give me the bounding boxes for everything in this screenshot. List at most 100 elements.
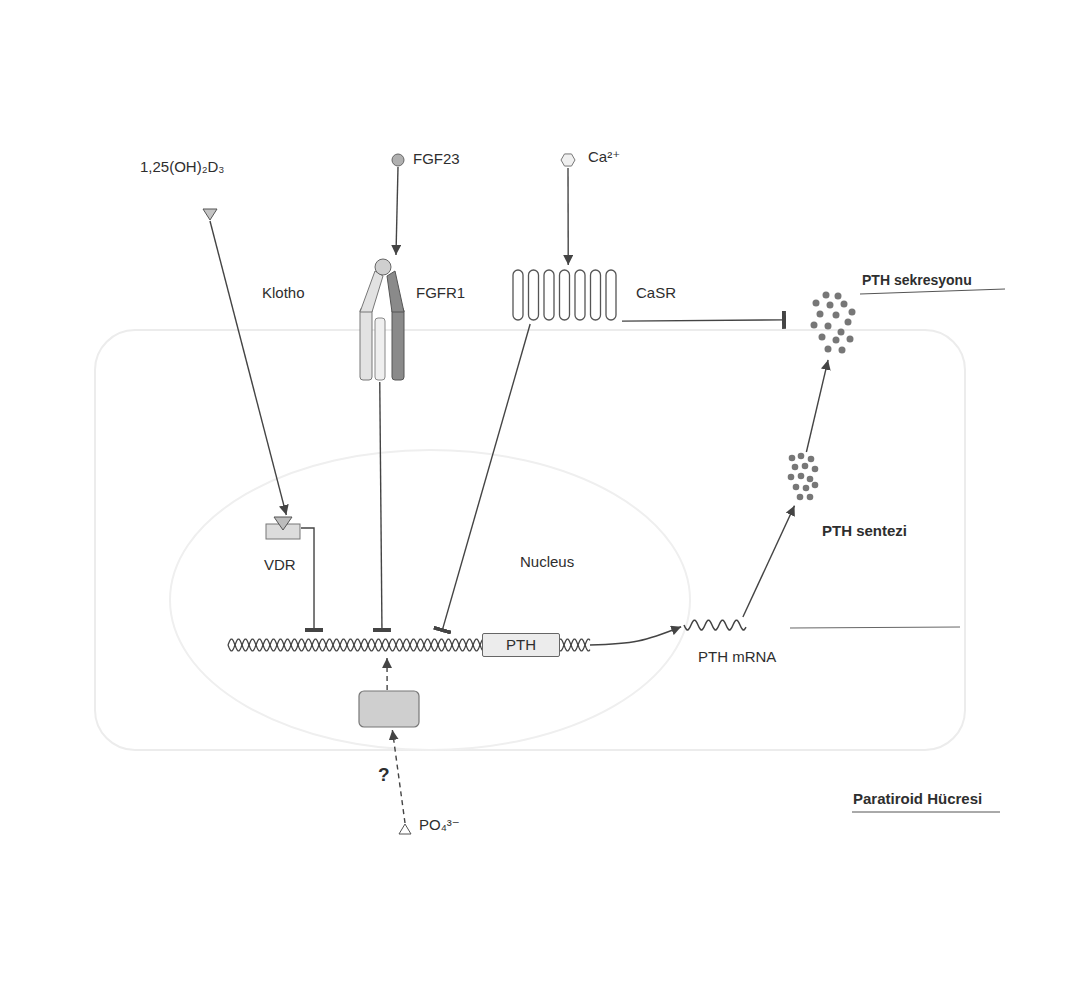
- divider-line: [790, 627, 960, 628]
- activation-arrow: [210, 221, 286, 515]
- pth-dot: [827, 302, 834, 309]
- receptor-node: CaSR: [510, 266, 677, 324]
- activation-arrow: [567, 168, 569, 265]
- activation-arrow: [806, 360, 828, 452]
- mrna-strand: [684, 620, 746, 630]
- activation-arrow: [396, 167, 398, 255]
- nucleus-outline: [170, 450, 690, 750]
- pth-dot: [835, 293, 842, 300]
- pth-dot: [793, 484, 800, 491]
- ligand-label: Ca²⁺: [588, 148, 620, 166]
- step-label: PTH sentezi: [822, 522, 907, 540]
- figure-label: Paratiroid Hücresi: [853, 790, 982, 808]
- node-shape: [358, 690, 420, 728]
- casr-helix: [575, 270, 585, 320]
- inhibition-line: [301, 528, 314, 630]
- gene-label: PTH: [482, 633, 560, 657]
- vdr-ligand: [274, 517, 292, 530]
- casr-helix: [606, 270, 616, 320]
- pth-dot: [825, 323, 832, 330]
- pth-dot: [792, 464, 799, 471]
- pth-dot: [812, 466, 819, 473]
- pth-dot: [833, 312, 840, 319]
- receptor-label: VDR: [264, 556, 296, 574]
- pth-dot: [838, 329, 845, 336]
- node-shape: [265, 516, 301, 540]
- unknown-sensor: [359, 691, 419, 727]
- pth-dot: [845, 319, 852, 326]
- pth-dot: [789, 455, 796, 462]
- receptor-label: FGFR1: [416, 284, 465, 302]
- node-shape: [808, 290, 858, 356]
- casr-helix: [544, 270, 554, 320]
- receptor-label: Klotho: [262, 284, 305, 302]
- pth-dot: [807, 494, 814, 501]
- node-shape: [560, 152, 576, 168]
- pth-dot: [798, 473, 805, 480]
- pth-dot: [839, 347, 846, 354]
- question-mark: ?: [378, 764, 390, 786]
- fgfr1-chain: [392, 308, 404, 380]
- fgf23-bound: [375, 259, 391, 275]
- pth-dot: [847, 336, 854, 343]
- pth-dot: [813, 300, 820, 307]
- hormone-node: PTH sekresyonu: [808, 271, 972, 356]
- inhibition-line: [622, 320, 784, 321]
- node-shape: [398, 823, 412, 835]
- pth-dot: [807, 476, 814, 483]
- dashed-arrow: [386, 658, 388, 690]
- gene-node: PTH: [228, 633, 590, 657]
- underline: [860, 289, 1005, 294]
- ligand-label: PO₄³⁻: [419, 816, 460, 834]
- sensor-node: ?: [358, 690, 420, 786]
- region-label: Nucleus: [520, 553, 574, 571]
- receptor-label: CaSR: [636, 284, 676, 302]
- pth-dot: [812, 482, 819, 489]
- pth-dot: [811, 322, 818, 329]
- ligand-node: FGF23: [391, 150, 460, 168]
- pth-dot: [817, 311, 824, 318]
- ligand-node: PO₄³⁻: [398, 816, 460, 835]
- pth-dot: [798, 453, 805, 460]
- receptor-node: Klotho FGFR1: [262, 256, 466, 382]
- receptor-node: VDR: [264, 516, 301, 574]
- pth-dot: [808, 456, 815, 463]
- pth-dot: [825, 346, 832, 353]
- klotho-chain: [360, 308, 372, 380]
- ligand-label: FGF23: [413, 150, 460, 168]
- pth-dot: [802, 463, 809, 470]
- casr-helix: [591, 270, 601, 320]
- cell-outline: [95, 330, 965, 750]
- casr-helix: [560, 270, 570, 320]
- ligand-node: 1,25(OH)₂D₃: [140, 158, 225, 221]
- ligand-circle: [392, 154, 404, 166]
- node-shape: [202, 208, 218, 221]
- pth-dot: [841, 301, 848, 308]
- node-shape: [684, 617, 746, 633]
- activation-arrow: [743, 506, 795, 617]
- casr-helix: [513, 270, 523, 320]
- pth-dot: [803, 485, 810, 492]
- klotho-arm: [360, 271, 383, 312]
- ion-hexagon: [561, 154, 575, 166]
- step-label: PTH sekresyonu: [862, 271, 972, 289]
- ligand-triangle: [203, 209, 217, 220]
- pth-dot: [823, 292, 830, 299]
- inhibition-line: [380, 382, 382, 630]
- mrna-node: PTH mRNA: [684, 617, 777, 666]
- underline: [852, 812, 1000, 813]
- node-shape: [786, 452, 820, 502]
- mrna-label: PTH mRNA: [698, 648, 776, 666]
- pth-dot: [788, 474, 795, 481]
- inhibition-line: [442, 324, 530, 630]
- pth-dot: [849, 309, 856, 316]
- pth-dot: [833, 337, 840, 344]
- node-shape: [356, 256, 410, 382]
- pth-dot: [797, 494, 804, 501]
- dashed-arrow: [392, 730, 405, 823]
- klotho-chain: [375, 318, 385, 380]
- ligand-label: 1,25(OH)₂D₃: [140, 158, 224, 176]
- ion-triangle: [399, 824, 411, 834]
